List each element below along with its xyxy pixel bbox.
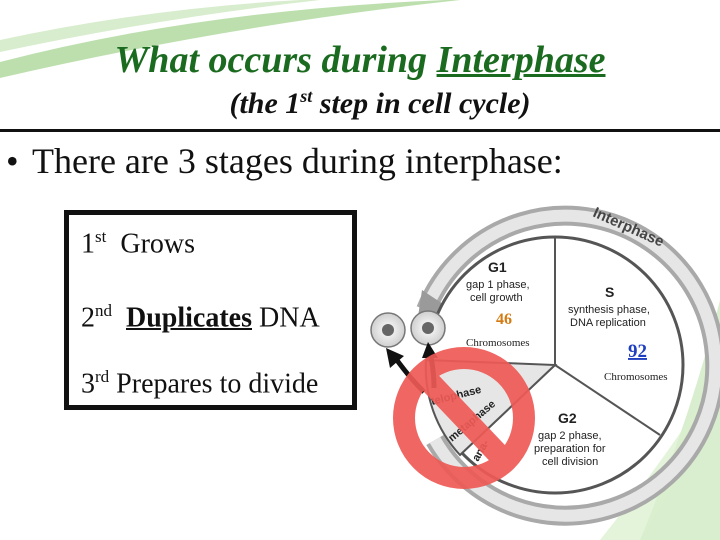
stage-ordinal: 1 — [81, 228, 95, 260]
s-line2: DNA replication — [570, 317, 646, 329]
interphase-ring-highlight — [420, 209, 720, 522]
no-sign-icon — [393, 347, 535, 489]
stage-bold-text: Duplicates — [126, 302, 252, 334]
g2-line1: gap 2 phase, — [538, 430, 602, 442]
stage-text: DNA — [252, 302, 320, 334]
stage-text: Grows — [120, 228, 196, 260]
stages-box: 1st Grows 2nd Duplicates DNA 3rd Prepare… — [64, 210, 357, 410]
nucleus-icon — [422, 322, 434, 334]
count-before: 46 — [496, 311, 512, 328]
cell-cycle-diagram: Interphase G1 gap 1 phase, cell growth S… — [370, 204, 720, 526]
stage-ordinal: 3 — [81, 368, 95, 400]
title-divider — [0, 129, 720, 132]
g2-line2: preparation for — [534, 443, 606, 455]
subtitle-sup: st — [300, 86, 313, 106]
arrowhead-icon — [386, 348, 404, 368]
subtitle-open: (the 1 — [229, 87, 301, 120]
g1-name: G1 — [488, 259, 507, 275]
stage-suffix: st — [95, 227, 107, 246]
bullet-dot-icon: • — [6, 141, 19, 181]
stage-item-3: 3rd Prepares to divide — [81, 367, 318, 400]
stage-suffix: rd — [95, 367, 110, 386]
subtitle-rest: step in cell cycle) — [312, 87, 531, 120]
bullet-point: • There are 3 stages during interphase: — [6, 140, 563, 182]
g2-name: G2 — [558, 410, 577, 426]
nucleus-icon — [382, 324, 394, 336]
title-emphasis: Interphase — [436, 39, 606, 81]
g1-line2: cell growth — [470, 292, 523, 304]
count-after-label: Chromosomes — [604, 371, 668, 383]
count-before-label: Chromosomes — [466, 337, 530, 349]
count-after: 92 — [628, 341, 647, 362]
divider-line — [554, 364, 661, 436]
stage-suffix: nd — [95, 301, 112, 320]
stage-item-2: 2nd Duplicates DNA — [81, 301, 320, 334]
g1-line1: gap 1 phase, — [466, 279, 530, 291]
stage-text: Prepares to divide — [116, 368, 319, 400]
s-name: S — [605, 284, 614, 300]
slide-title: What occurs during Interphase — [0, 38, 720, 82]
s-line1: synthesis phase, — [568, 304, 650, 316]
stage-item-1: 1st Grows — [81, 227, 195, 260]
title-prefix: What occurs during — [114, 39, 437, 81]
slide-subtitle: (the 1st step in cell cycle) — [120, 86, 640, 121]
stage-ordinal: 2 — [81, 302, 95, 334]
bullet-text: There are 3 stages during interphase: — [32, 141, 563, 181]
g2-line3: cell division — [542, 456, 598, 468]
